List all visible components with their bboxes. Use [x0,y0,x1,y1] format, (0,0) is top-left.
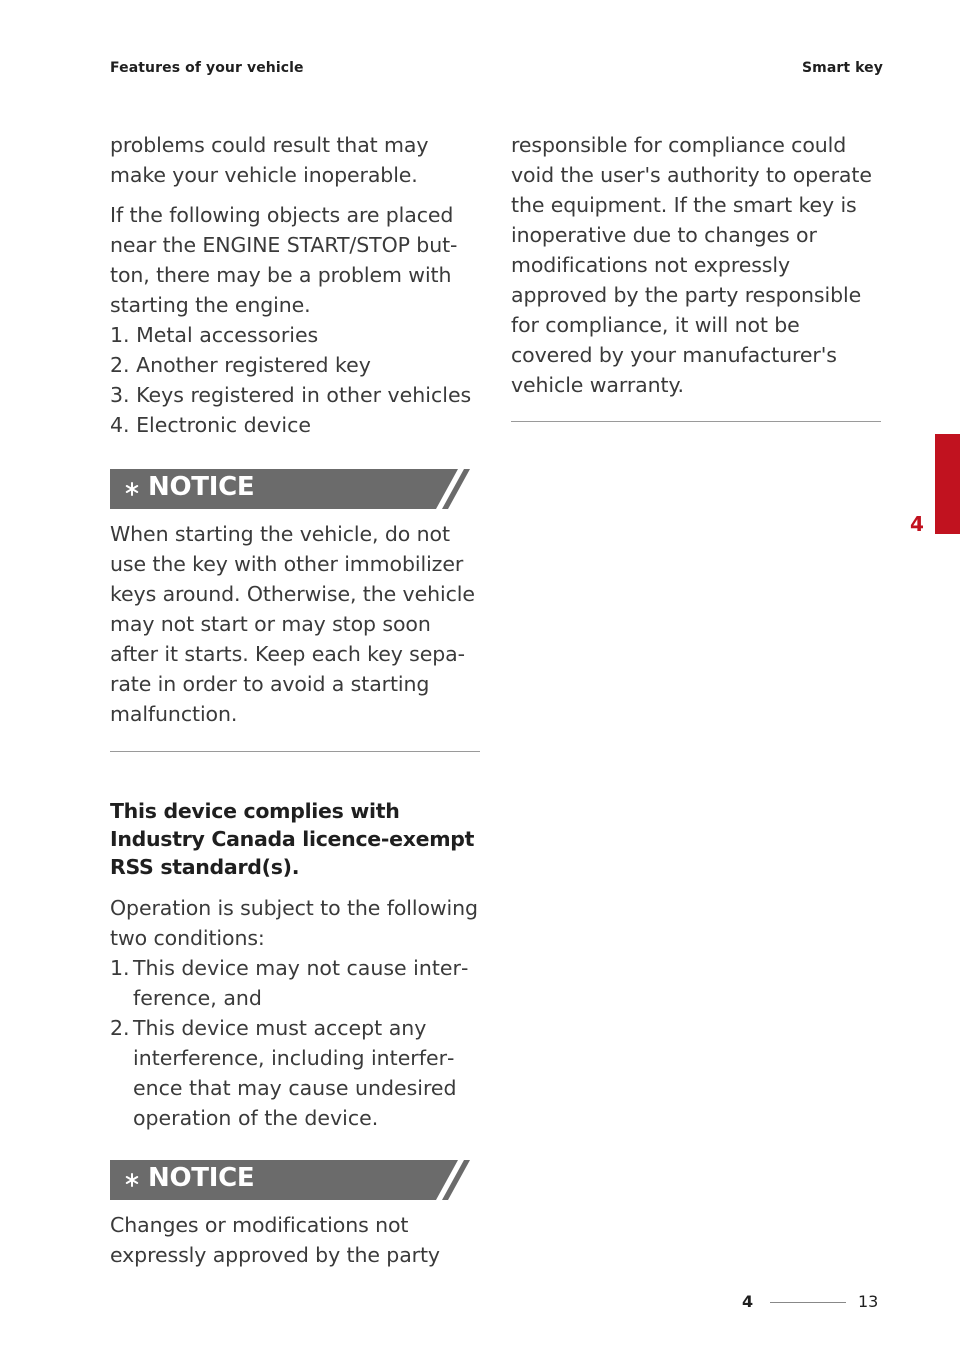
header-section-title: Features of your vehicle [110,60,304,76]
list-number: 1. [110,956,130,980]
list-text: Metal accessories [136,323,319,347]
notice-body-start: Changes or modifications not expressly a… [110,1213,440,1267]
divider [110,751,480,752]
list-item: 2. Another registered key [110,350,480,380]
list-text: Another registered key [136,353,371,377]
double-slash-icon [418,1160,480,1200]
right-column: responsible for compliance could void th… [511,130,881,422]
footer-divider [770,1302,846,1303]
double-slash-icon [418,469,480,509]
list-text: This device must accept any interference… [133,1016,457,1130]
left-column: problems could result that may make your… [110,130,480,1270]
notice-body-continuation: responsible for compliance could void th… [511,133,872,397]
list-item: 1.This device may not cause inter­ferenc… [110,953,480,1013]
notice-title: NOTICE [148,472,255,502]
notice-body: When starting the vehicle, do not use th… [110,522,475,726]
list-text: Electronic device [136,413,311,437]
chapter-tab [935,434,960,534]
list-number: 2. [110,353,130,377]
list-number: 1. [110,323,130,347]
objects-list: 1. Metal accessories 2. Another register… [110,320,480,440]
objects-intro: If the following objects are placed near… [110,203,458,317]
list-item: 1. Metal accessories [110,320,480,350]
conditions-list: 1.This device may not cause inter­ferenc… [110,953,480,1133]
list-number: 4. [110,413,130,437]
footer-page-number: 13 [858,1292,879,1311]
list-text: Keys registered in other vehicles [136,383,472,407]
list-item: 2.This device must accept any interferen… [110,1013,480,1133]
list-number: 3. [110,383,130,407]
intro-continuation: problems could result that may make your… [110,133,429,187]
list-item: 4. Electronic device [110,410,480,440]
asterisk-icon [122,1167,142,1193]
header-topic-title: Smart key [801,60,883,76]
divider [511,421,881,422]
asterisk-icon [122,476,142,502]
operation-intro: Operation is subject to the following tw… [110,896,478,950]
list-number: 2. [110,1016,130,1040]
notice-title: NOTICE [148,1163,255,1193]
compliance-heading: This device complies with Industry Canad… [110,799,475,879]
notice-banner: NOTICE [110,1160,480,1200]
notice-banner: NOTICE [110,469,480,509]
list-item: 3. Keys registered in other vehicles [110,380,480,410]
footer-chapter-number: 4 [742,1292,754,1311]
chapter-tab-label: 4 [910,512,924,536]
list-text: This device may not cause inter­ference,… [133,956,469,1010]
